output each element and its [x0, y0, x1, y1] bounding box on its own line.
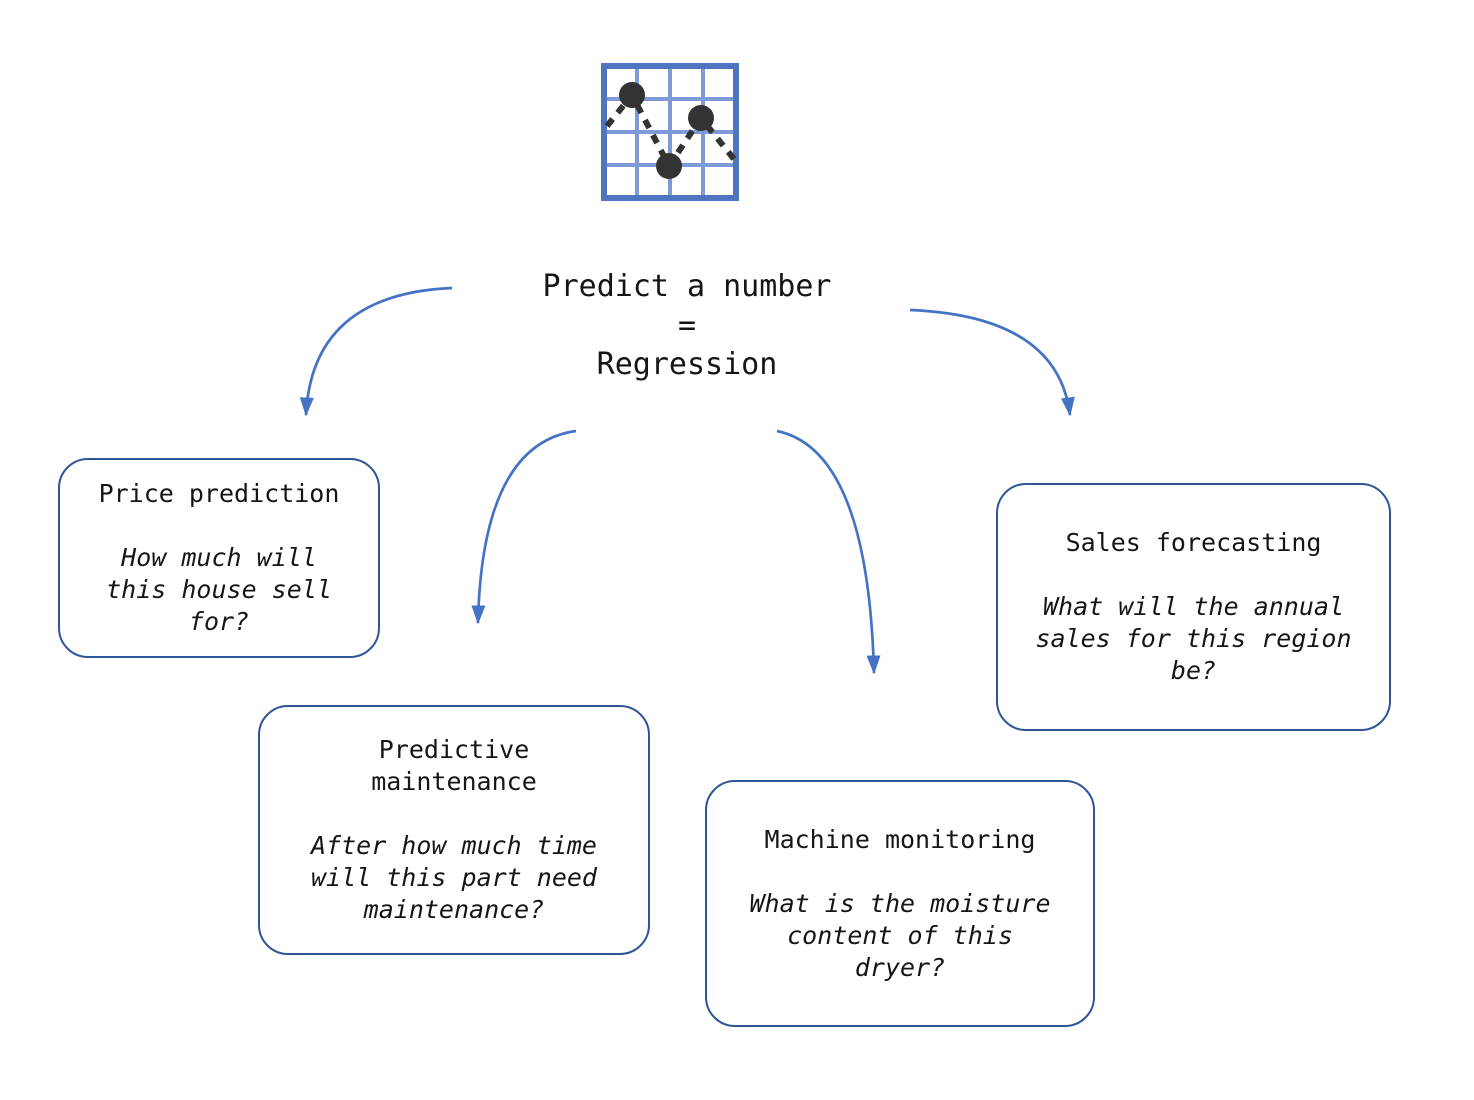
box-machine-monitoring-question: What is the moisture content of this dry…: [749, 888, 1051, 982]
box-predictive-maintenance: Predictive maintenance After how much ti…: [258, 705, 650, 955]
box-predictive-maintenance-question: After how much time will this part need …: [311, 831, 597, 924]
box-predictive-maintenance-title: Predictive maintenance: [371, 735, 537, 796]
box-sales-forecasting: Sales forecasting What will the annual s…: [996, 483, 1391, 731]
box-machine-monitoring-title: Machine monitoring: [764, 824, 1036, 854]
scatter-line-chart-icon: [600, 62, 740, 202]
box-machine-monitoring: Machine monitoring What is the moisture …: [705, 780, 1095, 1027]
arrow-to-predictive-maintenance: [471, 429, 577, 625]
arrow-to-sales-forecasting: [909, 308, 1075, 417]
arrow-to-price-prediction: [299, 286, 453, 417]
box-price-prediction: Price prediction How much will this hous…: [58, 458, 380, 658]
central-concept-label: Predict a number = Regression: [542, 269, 832, 382]
box-sales-forecasting-title: Sales forecasting: [1065, 528, 1322, 557]
box-price-prediction-question: How much will this house sell for?: [106, 543, 332, 636]
arrow-to-machine-monitoring: [776, 429, 881, 675]
box-sales-forecasting-question: What will the annual sales for this regi…: [1035, 592, 1352, 685]
box-price-prediction-title: Price prediction: [98, 479, 340, 508]
